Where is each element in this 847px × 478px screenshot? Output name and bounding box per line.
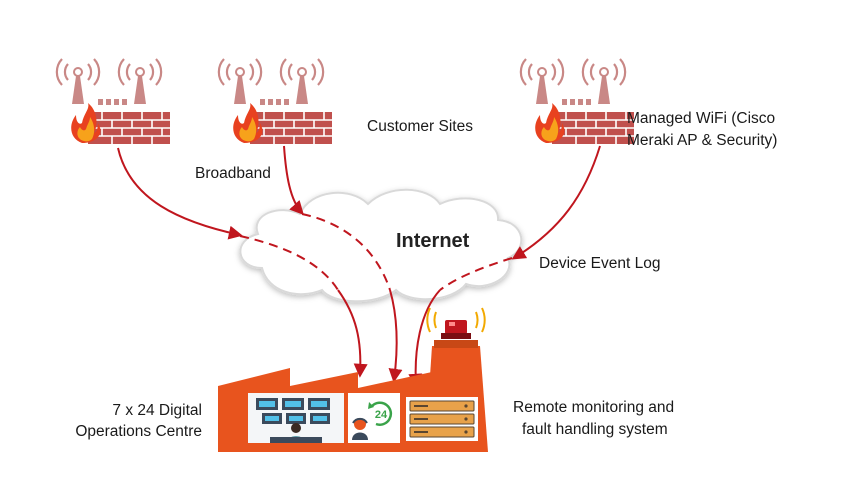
dashed-link-3 bbox=[439, 257, 513, 291]
access-point-lights bbox=[260, 99, 289, 105]
access-point-lights bbox=[562, 99, 591, 105]
operator-icon bbox=[291, 423, 301, 433]
link-site3-to-internet bbox=[511, 145, 601, 260]
ops-centre-label-line1: 7 x 24 Digital bbox=[112, 402, 202, 419]
flame-icon bbox=[71, 103, 101, 143]
firewall-icon bbox=[551, 111, 635, 145]
flame-icon bbox=[233, 103, 263, 143]
managed-wifi-label-line1: Managed WiFi (Cisco bbox=[627, 110, 776, 127]
antenna-icon bbox=[581, 57, 627, 106]
operations-centre-building: 24 bbox=[218, 307, 488, 452]
customer-sites-label: Customer Sites bbox=[367, 118, 473, 135]
dashed-link-1 bbox=[239, 235, 339, 291]
antenna-icon bbox=[55, 57, 101, 106]
monitoring-screens-panel bbox=[248, 393, 344, 443]
dashed-link-2 bbox=[301, 213, 391, 291]
managed-wifi-label-line2: Meraki AP & Security) bbox=[627, 132, 778, 149]
server-rack-icon bbox=[406, 397, 478, 441]
antenna-icon bbox=[279, 57, 325, 106]
antenna-icon bbox=[117, 57, 163, 106]
link-site1-to-internet bbox=[117, 147, 243, 240]
access-point-lights bbox=[98, 99, 127, 105]
alarm-siren-icon bbox=[426, 307, 486, 339]
customer-site-3 bbox=[519, 57, 635, 145]
flame-icon bbox=[535, 103, 565, 143]
customer-site-2 bbox=[217, 57, 333, 145]
internet-label: Internet bbox=[396, 230, 470, 252]
internet-cloud bbox=[239, 188, 523, 303]
headset-agent-icon bbox=[354, 418, 366, 430]
device-event-log-label: Device Event Log bbox=[539, 255, 661, 272]
support-badge-text: 24 bbox=[375, 409, 388, 421]
broadband-label: Broadband bbox=[195, 165, 271, 182]
antenna-icon bbox=[217, 57, 263, 106]
support-24-panel: 24 bbox=[348, 393, 400, 443]
link-internet-to-ops-2 bbox=[388, 289, 403, 383]
firewall-icon bbox=[249, 111, 333, 145]
antenna-icon bbox=[519, 57, 565, 106]
link-internet-to-ops-1 bbox=[337, 289, 368, 378]
link-internet-to-ops-3 bbox=[408, 289, 441, 388]
connection-links bbox=[117, 145, 601, 388]
clock-24-icon: 24 bbox=[368, 401, 393, 426]
remote-monitoring-label-line2: fault handling system bbox=[522, 421, 668, 438]
remote-monitoring-label-line1: Remote monitoring and bbox=[513, 399, 675, 416]
link-site2-to-internet bbox=[283, 145, 304, 216]
firewall-icon bbox=[87, 111, 171, 145]
customer-site-1 bbox=[55, 57, 171, 145]
ops-centre-label-line2: Operations Centre bbox=[75, 423, 202, 440]
